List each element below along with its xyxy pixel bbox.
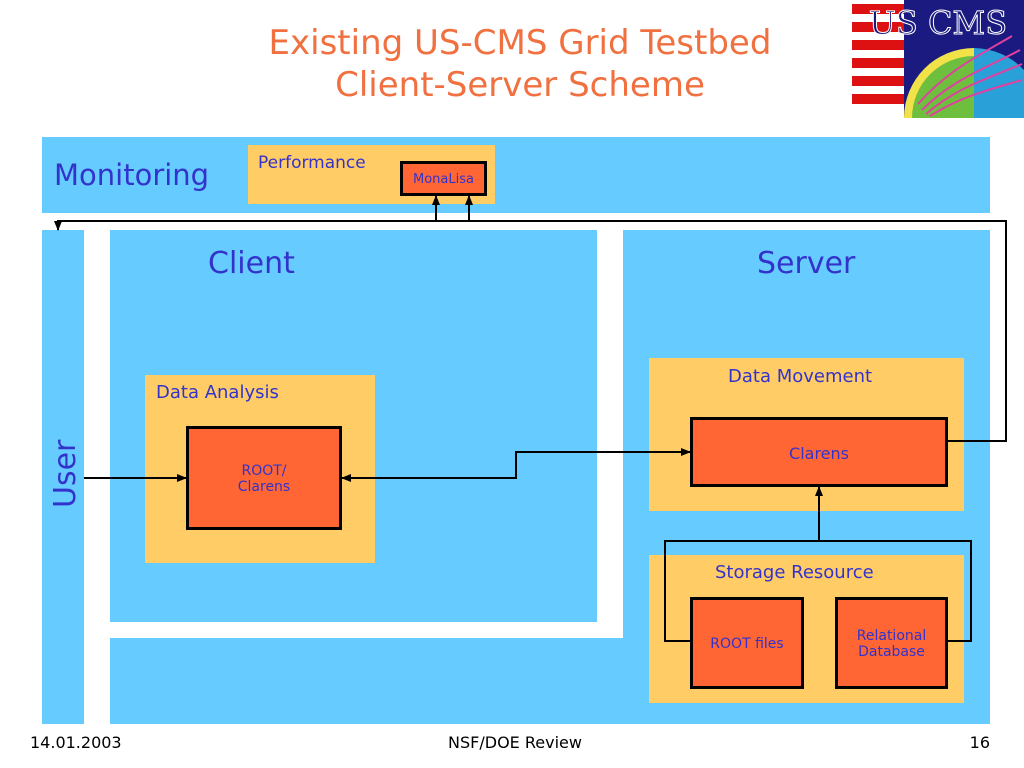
- footer-page-number: 16: [969, 733, 990, 752]
- server-label: Server: [757, 246, 856, 281]
- clarens-box[interactable]: Clarens: [690, 417, 948, 487]
- relational-line1: Relational: [856, 628, 927, 644]
- relational-database-box[interactable]: Relational Database: [835, 597, 948, 689]
- clarens-label: Clarens: [789, 444, 849, 463]
- us-cms-logo: US CMS: [852, 0, 1024, 118]
- slide-title-line2: Client-Server Scheme: [335, 65, 705, 105]
- slide-title: Existing US-CMS Grid Testbed Client-Serv…: [150, 22, 890, 106]
- footer-date: 14.01.2003: [30, 733, 122, 752]
- data-movement-label: Data Movement: [728, 366, 873, 387]
- monalisa-label: MonaLisa: [413, 172, 474, 187]
- footer-center: NSF/DOE Review: [448, 733, 582, 752]
- slide-title-line1: Existing US-CMS Grid Testbed: [268, 23, 772, 63]
- root-clarens-box[interactable]: ROOT/ Clarens: [186, 426, 342, 530]
- relational-database-label: Relational Database: [838, 628, 945, 660]
- root-files-box[interactable]: ROOT files: [690, 597, 804, 689]
- root-clarens-to-clarens-arrow: [352, 448, 691, 479]
- root-clarens-line2: Clarens: [237, 479, 291, 495]
- storage-to-clarens-line: [664, 540, 972, 642]
- relational-line2: Database: [858, 644, 925, 660]
- monalisa-box[interactable]: MonaLisa: [400, 161, 487, 196]
- data-analysis-label: Data Analysis: [156, 382, 279, 403]
- clarens-to-user-line: [54, 220, 1007, 442]
- storage-resource-label: Storage Resource: [715, 562, 874, 583]
- root-clarens-line1: ROOT/: [241, 463, 287, 479]
- monitoring-panel: [42, 137, 990, 213]
- logo-text: US CMS: [868, 4, 1008, 43]
- user-panel: [42, 230, 84, 724]
- monitoring-label: Monitoring: [54, 158, 210, 192]
- logo-graphic: [852, 0, 1024, 118]
- root-files-label: ROOT files: [710, 636, 784, 652]
- root-clarens-label: ROOT/ Clarens: [189, 463, 339, 495]
- client-label: Client: [208, 246, 295, 281]
- performance-label: Performance: [258, 153, 366, 173]
